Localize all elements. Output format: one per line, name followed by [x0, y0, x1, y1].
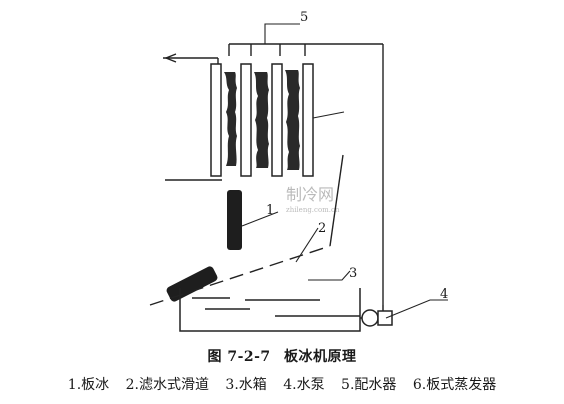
refrigerant-lines: [163, 53, 222, 181]
water-pump: [360, 305, 393, 327]
callout-1-label: 1: [266, 203, 274, 218]
callout-4-label: 4: [440, 287, 448, 302]
water-distributor: [228, 43, 384, 305]
water-tank: [179, 288, 361, 332]
legend-item: 1.板冰: [67, 377, 110, 393]
figure-caption: 图 7-2-7 板冰机原理: [0, 346, 564, 366]
callout-5-label: 5: [300, 10, 308, 25]
ice-plate: [227, 190, 242, 250]
legend-item: 2.滤水式滑道: [125, 377, 209, 393]
watermark-url: zhileng.com.cn: [286, 206, 340, 214]
legend-item: 3.水箱: [225, 377, 267, 393]
legend-item: 5.配水器: [341, 377, 397, 393]
callout-leaders: [241, 23, 448, 319]
ice-buildup: [224, 70, 300, 170]
figure-number: 图 7-2-7: [207, 349, 271, 365]
watermark-text: 制冷网: [286, 185, 334, 204]
callout-3-label: 3: [349, 266, 357, 281]
legend-item: 4.水泵: [283, 377, 325, 393]
callout-2-label: 2: [318, 221, 326, 236]
figure-title: 板冰机原理: [284, 349, 357, 365]
watermark: 制冷网 zhileng.com.cn: [286, 185, 340, 214]
plate-evaporator: [210, 63, 314, 177]
figure-legend: 1.板冰 2.滤水式滑道 3.水箱 4.水泵 5.配水器 6.板式蒸发器: [0, 374, 564, 394]
legend-item: 6.板式蒸发器: [412, 377, 497, 393]
